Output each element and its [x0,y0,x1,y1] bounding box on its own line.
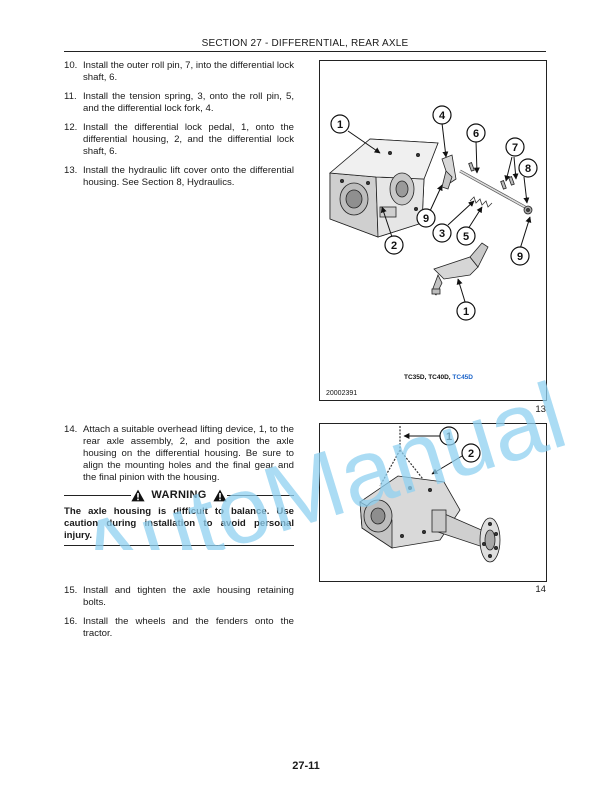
callout-circles [439,426,481,463]
warning-text: The axle housing is difficult to balance… [64,506,294,541]
callout-label: 2 [391,240,397,252]
warning-heading: WARNING [64,486,295,504]
step-text: Install the hydraulic lift cover onto th… [83,165,294,188]
instruction-step: 15. Install and tighten the axle housing … [64,585,294,609]
instruction-step: 11. Install the tension spring, 3, onto t… [64,91,294,115]
step-text: Install the outer roll pin, 7, into the … [83,60,294,83]
callout-label: 1 [463,306,469,318]
step-text: Install and tighten the axle housing ret… [83,585,294,608]
step-text: Install the tension spring, 3, onto the … [83,91,294,114]
figure-13-number: 13 [535,404,546,415]
warning-triangle-icon [131,489,145,501]
callout-label: 8 [525,163,531,175]
warning-bottom-rule [64,545,294,546]
callout-label: 5 [463,231,469,243]
figure-14-number: 14 [535,584,546,595]
differential-housing-drawing [329,138,439,238]
figure-13-frame: 1 4 6 7 8 9 3 5 2 9 1 TC35D, TC40D, TC45… [319,60,547,401]
instruction-step: 10. Install the outer roll pin, 7, into t… [64,60,294,84]
instruction-step: 13. Install the hydraulic lift cover onto… [64,165,294,189]
warning-rule-left [64,494,132,496]
page-number: 27-11 [292,760,320,772]
callout-label: 1 [446,431,452,443]
warning-triangle-icon [213,489,227,501]
callout-arrows [347,122,532,306]
step-number: 16. [64,616,78,627]
step-number: 10. [64,60,78,71]
callout-label: 1 [337,119,343,131]
step-number: 11. [64,91,77,102]
callout-circles [330,105,538,321]
instruction-list-a: 10. Install the outer roll pin, 7, into t… [64,60,294,196]
callout-arrows [403,433,463,475]
step-text: Install the wheels and the fenders onto … [83,616,294,639]
callout-label: 6 [473,128,479,140]
image-code: 20002391 [326,390,357,397]
callout-label: 2 [468,448,474,460]
callout-label: 3 [439,228,445,240]
step-number: 14. [64,424,78,435]
step-number: 15. [64,585,78,596]
warning-rule-right [226,494,295,496]
header-rule [64,51,546,52]
figure-14-frame: 1 2 [319,423,547,582]
rear-axle-assembly-drawing [359,475,501,563]
callout-label: 9 [517,251,523,263]
step-number: 12. [64,122,78,133]
model-applicability: TC35D, TC40D, TC45D [404,374,473,381]
instruction-step: 16. Install the wheels and the fenders on… [64,616,294,640]
step-number: 13. [64,165,78,176]
rear-axle-lifting-illustration: 1 2 [359,426,501,563]
instruction-step: 14. Attach a suitable overhead lifting de… [64,424,294,484]
differential-lock-pedal-drawing [431,242,489,296]
callout-label: 7 [512,142,518,154]
callout-label: 9 [423,213,429,225]
differential-lock-fork-drawing [441,154,457,190]
callout-label: 4 [439,110,446,122]
instruction-list-b: 14. Attach a suitable overhead lifting de… [64,424,294,491]
lifting-chain-drawing [379,426,431,489]
step-text: Install the differential lock pedal, 1, … [83,122,294,157]
tension-spring-drawing [469,196,493,208]
step-text: Attach a suitable overhead lifting devic… [83,424,294,483]
instruction-step: 12. Install the differential lock pedal, … [64,122,294,158]
warning-label: WARNING [151,489,207,501]
differential-lock-exploded-illustration: 1 4 6 7 8 9 3 5 2 9 1 TC35D, TC40D, TC45… [326,105,538,397]
section-header: SECTION 27 - DIFFERENTIAL, REAR AXLE [201,38,409,49]
instruction-list-c: 15. Install and tighten the axle housing … [64,585,294,647]
